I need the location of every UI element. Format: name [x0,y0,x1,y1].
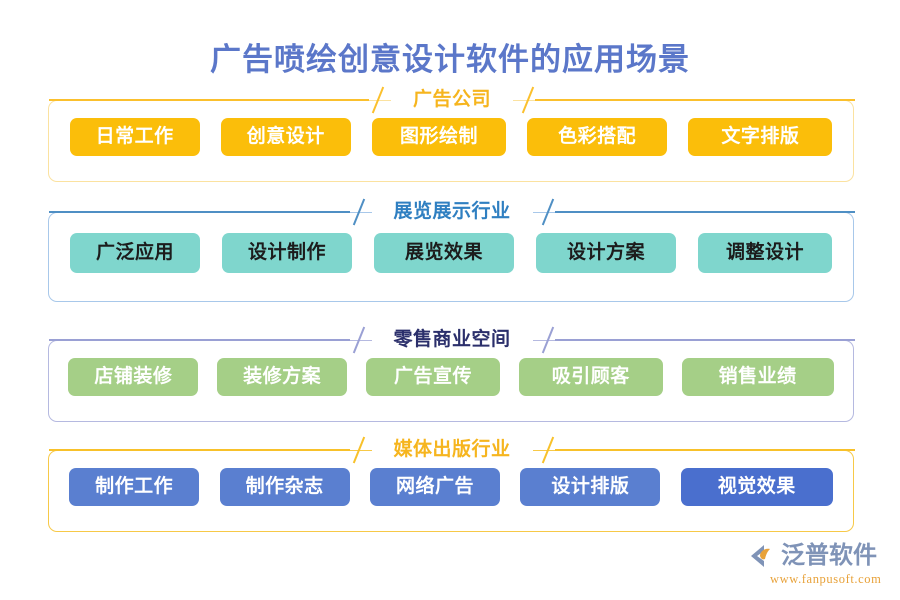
pill-item[interactable]: 装修方案 [217,358,348,396]
pill-item[interactable]: 展览效果 [374,233,514,273]
pill-item[interactable]: 网络广告 [369,468,500,506]
pill-item[interactable]: 创意设计 [220,118,351,156]
pill-item[interactable]: 设计制作 [222,233,352,273]
pill-item[interactable]: 视觉效果 [680,468,833,506]
section-title: 零售商业空间 [371,328,533,352]
pill-item[interactable]: 日常工作 [69,118,200,156]
header-rule-left [49,449,350,451]
pill-item[interactable]: 制作杂志 [219,468,350,506]
section-advertising-company: 广告公司 日常工作 创意设计 图形绘制 色彩搭配 文字排版 [48,88,856,182]
slash-decoration-right [539,200,555,224]
pill-item[interactable]: 广告宣传 [365,358,500,396]
slash-decoration-left [350,438,366,462]
pill-item[interactable]: 制作工作 [69,468,200,506]
section-header-media-publishing-industry: 媒体出版行业 [49,437,856,463]
slash-decoration-right [519,88,535,112]
fanpu-logo-icon [748,542,778,570]
slash-decoration-left [350,328,366,352]
slash-decoration-right [539,328,555,352]
section-header-advertising-company: 广告公司 [49,87,856,113]
pill-item[interactable]: 设计排版 [520,468,661,506]
header-rule-left [49,339,350,341]
header-rule-right [554,449,856,451]
brand-logo: 泛普软件 www.fanpusoft.com [748,541,894,589]
slash-decoration-right [539,438,555,462]
section-exhibition-industry: 展览展示行业 广泛应用 设计制作 展览效果 设计方案 调整设计 [48,200,856,302]
pill-item[interactable]: 设计方案 [536,233,676,273]
page-title: 广告喷绘创意设计软件的应用场景 [210,42,690,77]
header-rule-right [554,339,856,341]
section-header-retail-commercial-space: 零售商业空间 [49,327,856,353]
section-media-publishing-industry: 媒体出版行业 制作工作 制作杂志 网络广告 设计排版 视觉效果 [48,438,856,532]
pill-item[interactable]: 广泛应用 [70,233,200,273]
pill-item[interactable]: 店铺装修 [68,358,199,396]
pill-item[interactable]: 调整设计 [698,233,832,273]
header-rule-left [49,211,350,213]
header-rule-left [49,99,369,101]
section-title: 展览展示行业 [371,200,533,224]
section-retail-commercial-space: 零售商业空间 店铺装修 装修方案 广告宣传 吸引顾客 销售业绩 [48,328,856,422]
header-rule-right [554,211,856,213]
pill-item[interactable]: 吸引顾客 [518,358,663,396]
header-rule-right [535,99,856,101]
pill-row-retail-commercial-space: 店铺装修 装修方案 广告宣传 吸引顾客 销售业绩 [49,358,853,396]
logo-website-url: www.fanpusoft.com [770,572,882,586]
section-title: 媒体出版行业 [371,438,533,462]
pill-row-exhibition-industry: 广泛应用 设计制作 展览效果 设计方案 调整设计 [49,233,853,273]
section-title: 广告公司 [391,88,514,112]
pill-row-media-publishing-industry: 制作工作 制作杂志 网络广告 设计排版 视觉效果 [49,468,853,506]
section-header-exhibition-industry: 展览展示行业 [49,199,856,225]
slash-decoration-left [369,88,385,112]
slash-decoration-left [350,200,366,224]
pill-item[interactable]: 文字排版 [688,118,833,156]
pill-row-advertising-company: 日常工作 创意设计 图形绘制 色彩搭配 文字排版 [49,118,853,156]
pill-item[interactable]: 销售业绩 [681,358,834,396]
logo-brand-name: 泛普软件 [781,543,877,569]
pill-item[interactable]: 色彩搭配 [527,118,668,156]
pill-item[interactable]: 图形绘制 [371,118,506,156]
